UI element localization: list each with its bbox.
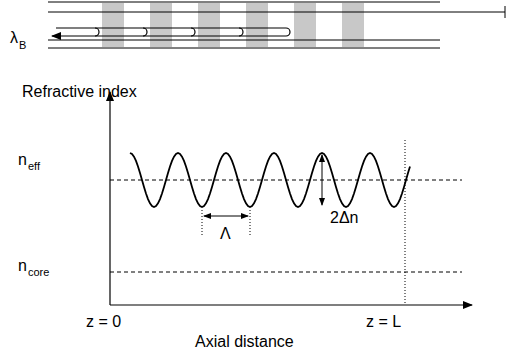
index-symbol: n bbox=[18, 152, 27, 168]
axis-title: Refractive index bbox=[22, 84, 137, 100]
index-subscript: core bbox=[28, 267, 49, 278]
wavelength-symbol: λ bbox=[10, 30, 18, 46]
index-subscript: eff bbox=[28, 161, 40, 172]
index-symbol: n bbox=[18, 258, 27, 274]
period-label: Λ bbox=[220, 226, 231, 242]
axis-tick-label: z = L bbox=[366, 314, 401, 330]
fiber bbox=[48, 2, 505, 48]
axis-title: Axial distance bbox=[195, 334, 294, 350]
axes bbox=[110, 92, 472, 305]
axis-tick-label: z = 0 bbox=[86, 314, 121, 330]
reflected-light bbox=[52, 28, 290, 36]
wavelength-subscript: B bbox=[19, 40, 26, 51]
modulation-label: 2Δn bbox=[330, 210, 358, 226]
index-modulation bbox=[130, 153, 410, 207]
dimension-arrows bbox=[204, 155, 322, 216]
